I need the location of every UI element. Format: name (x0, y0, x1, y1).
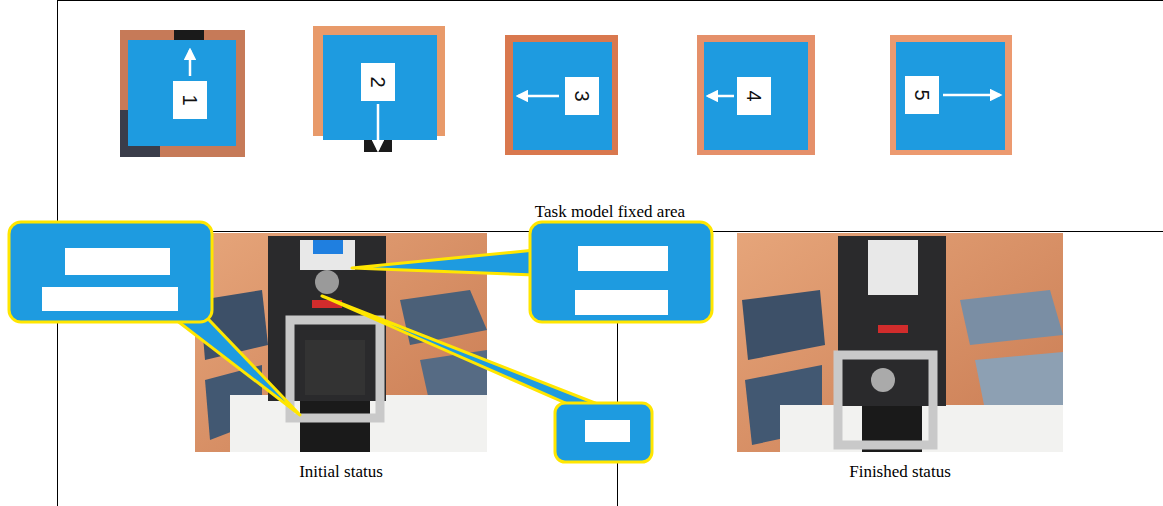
model-number: 4 (744, 90, 764, 101)
task-model (313, 26, 445, 152)
number-label-box: 3 (565, 77, 599, 115)
area-caption: Task model fixed area (535, 202, 685, 222)
task-model (120, 30, 245, 157)
photo (737, 233, 1063, 452)
table-rules (57, 0, 1163, 506)
number-label-box: 5 (905, 76, 939, 114)
model-number: 3 (572, 90, 592, 101)
callout (352, 222, 712, 322)
task-model (697, 35, 815, 155)
task-model (505, 35, 618, 155)
callout (322, 296, 652, 462)
photo-caption: Initial status (299, 462, 383, 482)
number-label-box: 2 (361, 63, 395, 101)
model-number: 2 (368, 76, 388, 87)
number-label-box: 1 (173, 81, 207, 119)
model-number: 5 (912, 89, 932, 100)
number-label-box: 4 (737, 77, 771, 115)
photo-caption: Finished status (849, 462, 951, 482)
callout (9, 222, 300, 415)
model-number: 1 (180, 94, 200, 105)
task-model (890, 35, 1012, 155)
